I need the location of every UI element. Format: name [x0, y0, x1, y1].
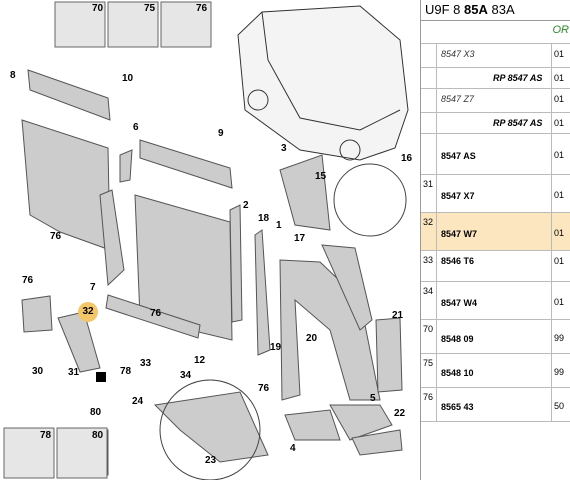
row-quantity: 01: [551, 68, 570, 88]
row-quantity: 01: [551, 213, 570, 250]
or-row: OR: [421, 21, 570, 44]
label-78: 78: [120, 366, 132, 377]
label-34: 34: [180, 370, 192, 381]
label-76-left: 76: [50, 231, 62, 242]
label-33: 33: [140, 358, 152, 369]
table-row[interactable]: 76 8565 43 50: [421, 388, 570, 422]
row-quantity: 50: [551, 388, 570, 421]
label-80: 80: [90, 407, 102, 418]
row-reference: 8565 43: [441, 402, 474, 412]
label-16: 16: [401, 153, 413, 164]
header-bold: 85A: [464, 2, 488, 17]
table-row[interactable]: 31 8547 X7 01: [421, 175, 570, 213]
row-index: 33: [421, 251, 437, 281]
label-5: 5: [370, 393, 376, 404]
label-10: 10: [122, 73, 134, 84]
row-index: 70: [421, 320, 437, 353]
diagram-drawing: [3, 1, 409, 480]
label-76-bottom: 76: [258, 383, 270, 394]
table-row[interactable]: 70 8548 09 99: [421, 320, 570, 354]
label-20: 20: [306, 333, 318, 344]
label-24: 24: [132, 396, 144, 407]
row-replacement: RP 8547 AS: [493, 73, 543, 83]
label-18: 18: [258, 213, 270, 224]
label-15: 15: [315, 171, 327, 182]
row-quantity: 01: [551, 251, 570, 281]
table-row[interactable]: RP 8547 AS 01: [421, 113, 570, 134]
row-replacement: RP 8547 AS: [493, 118, 543, 128]
label-12: 12: [194, 355, 206, 366]
label-31: 31: [68, 367, 80, 378]
label-3: 3: [281, 143, 287, 154]
label-22: 22: [394, 408, 406, 419]
row-quantity: 01: [551, 44, 570, 67]
row-quantity: 01: [551, 89, 570, 112]
row-index: [421, 68, 437, 88]
parts-diagram: 70 75 76 8 10 6 9 3 16 15 2 18 17 76 7 7…: [3, 1, 413, 480]
label-70: 70: [92, 3, 104, 14]
row-index: [421, 134, 437, 174]
label-76-right: 76: [150, 308, 162, 319]
table-row[interactable]: 8547 Z7 01: [421, 89, 570, 113]
row-reference: 8547 W4: [441, 298, 478, 308]
row-index: 34: [421, 282, 437, 319]
table-row[interactable]: RP 8547 AS 01: [421, 68, 570, 89]
label-9: 9: [218, 128, 224, 139]
row-quantity: 99: [551, 354, 570, 387]
label-4: 4: [290, 443, 296, 454]
label-19: 19: [270, 342, 282, 353]
header-prefix: U9F 8: [425, 2, 461, 17]
row-index: 75: [421, 354, 437, 387]
label-78-thumb: 78: [40, 430, 52, 441]
label-1: 1: [276, 220, 282, 231]
table-row[interactable]: 32 8547 W7 01: [421, 213, 570, 251]
label-2: 2: [243, 200, 249, 211]
or-label: OR: [552, 24, 570, 36]
row-reference: 8547 W7: [441, 229, 478, 239]
row-index: 31: [421, 175, 437, 212]
header-suffix: 83A: [491, 2, 515, 17]
row-index: 76: [421, 388, 437, 421]
row-quantity: 01: [551, 175, 570, 212]
row-quantity: 01: [551, 134, 570, 174]
row-reference: 8547 X3: [441, 49, 475, 59]
row-index: [421, 89, 437, 112]
row-reference: 8548 09: [441, 334, 474, 344]
row-reference: 8547 AS: [441, 151, 476, 161]
row-index: 32: [421, 213, 437, 250]
row-reference: 8547 Z7: [441, 94, 475, 104]
row-quantity: 01: [551, 113, 570, 133]
label-76-mid: 76: [22, 275, 34, 286]
panel-header: U9F 8 85A 83A: [421, 0, 570, 21]
row-quantity: 01: [551, 282, 570, 319]
row-reference: 8548 10: [441, 368, 474, 378]
label-6: 6: [133, 122, 139, 133]
table-row[interactable]: 33 8546 T6 01: [421, 251, 570, 282]
label-30: 30: [32, 366, 44, 377]
row-reference: 8546 T6: [441, 256, 475, 266]
row-index: [421, 113, 437, 133]
highlighted-label-32[interactable]: 32: [78, 302, 98, 322]
label-80-thumb: 80: [92, 430, 104, 441]
label-17: 17: [294, 233, 306, 244]
row-reference: 8547 X7: [441, 191, 475, 201]
label-21: 21: [392, 310, 404, 321]
table-row[interactable]: 8547 X3 01: [421, 44, 570, 68]
row-index: [421, 44, 437, 67]
label-75: 75: [144, 3, 156, 14]
row-quantity: 99: [551, 320, 570, 353]
label-8: 8: [10, 70, 16, 81]
table-row[interactable]: 8547 AS 01: [421, 134, 570, 175]
label-7: 7: [90, 282, 96, 293]
table-row[interactable]: 34 8547 W4 01: [421, 282, 570, 320]
label-23: 23: [205, 455, 217, 466]
table-row[interactable]: 75 8548 10 99: [421, 354, 570, 388]
label-76-top: 76: [196, 3, 208, 14]
